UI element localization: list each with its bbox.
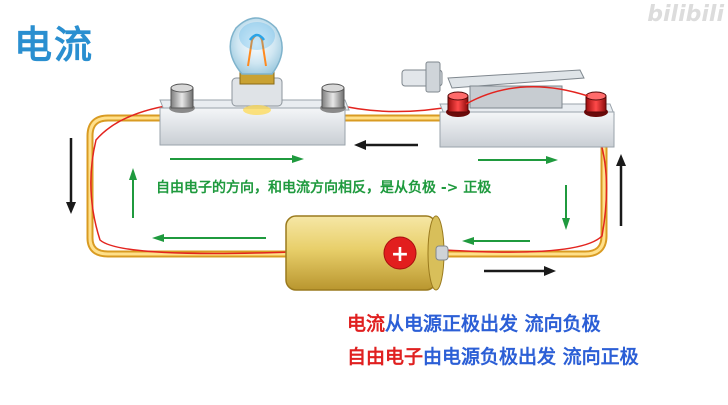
electron-direction-note: 自由电子的方向，和电流方向相反，是从负极 -> 正极 — [156, 180, 492, 196]
electron-arrow-bottom-right — [462, 237, 530, 245]
switch-icon — [401, 61, 615, 148]
battery-icon — [285, 215, 449, 291]
current-caption-subject: 电流 — [347, 313, 386, 335]
current-arrow-right — [616, 154, 626, 226]
watermark: bilibili — [647, 2, 724, 27]
electron-arrow-right — [562, 185, 570, 230]
electron-arrow-bottom-left — [152, 234, 266, 242]
current-arrow-top — [354, 140, 418, 150]
electron-arrow-top-right — [478, 156, 558, 164]
current-caption: 电流从电源正极出发 流向负极 — [347, 309, 601, 336]
battery-plus-symbol: + — [391, 242, 409, 267]
current-arrows — [66, 138, 626, 276]
electron-caption: 自由电子由电源负极出发 流向正极 — [347, 342, 639, 369]
wire-loop — [86, 103, 608, 258]
terminal-icon — [169, 83, 195, 113]
terminal-icon — [446, 91, 470, 117]
terminal-icon — [584, 91, 608, 117]
terminal-icon — [320, 83, 346, 113]
electron-arrow-left — [129, 168, 137, 218]
bulb-holder — [159, 17, 350, 146]
current-caption-text: 从电源正极出发 流向负极 — [385, 313, 601, 335]
current-arrow-bottom — [484, 266, 556, 276]
electron-arrows — [129, 155, 570, 245]
bulb-icon — [229, 17, 283, 115]
current-arrow-left — [66, 138, 76, 214]
electron-arrow-top-left — [170, 155, 304, 163]
page-title: 电流 — [14, 23, 95, 67]
electron-caption-subject: 自由电子 — [347, 346, 424, 368]
electron-caption-text: 由电源负极出发 流向正极 — [423, 346, 639, 368]
